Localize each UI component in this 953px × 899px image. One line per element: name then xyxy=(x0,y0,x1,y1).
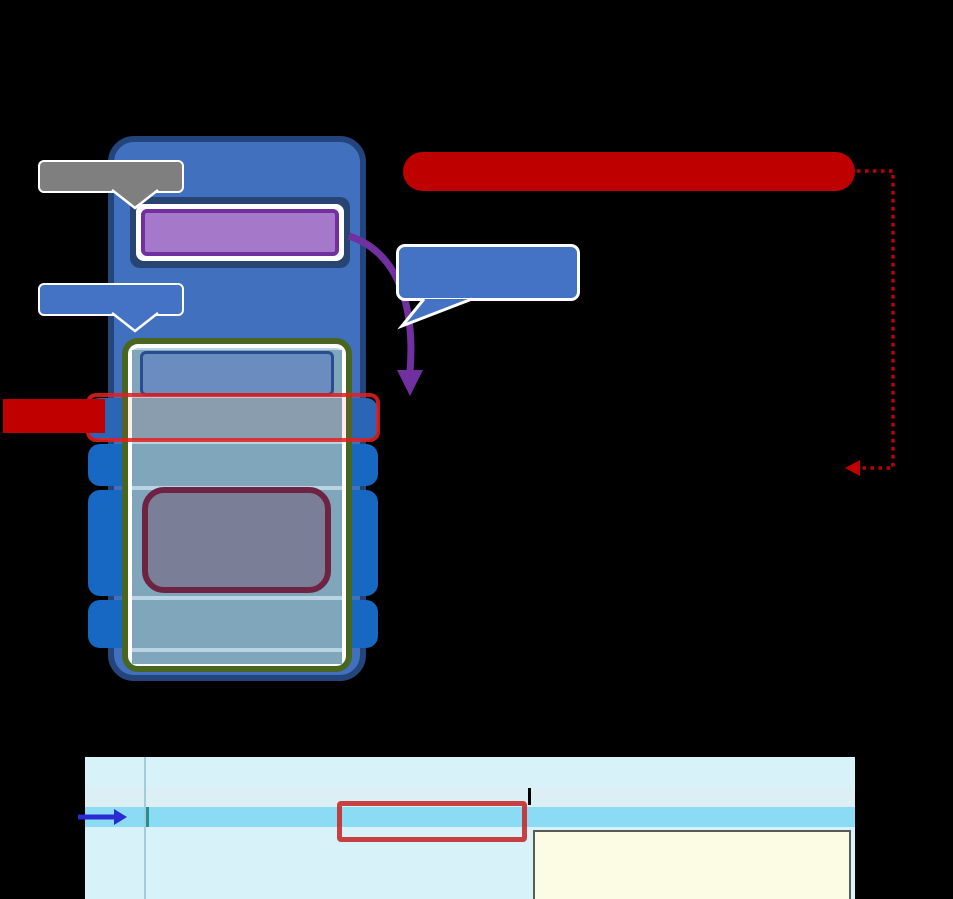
disassembly-view xyxy=(85,757,855,899)
selected-row-accent xyxy=(146,807,149,827)
exe-box xyxy=(142,487,331,593)
text-caret xyxy=(528,788,531,805)
dll-band-reloc xyxy=(132,600,342,648)
injection-banner xyxy=(403,152,855,191)
dll-header-box xyxy=(140,351,334,396)
row-highlight-selected xyxy=(85,807,855,827)
gutter-separator xyxy=(144,757,146,899)
memory-region-alpha-label xyxy=(38,160,184,193)
shellcode-exec-arrowhead xyxy=(397,370,423,396)
text-section-exec-outline xyxy=(86,393,380,442)
dll-band-rdata xyxy=(132,444,342,486)
exec-permission-badge xyxy=(3,399,105,433)
shellcode-box xyxy=(141,209,339,256)
injection-dotted-route xyxy=(852,169,895,470)
bubble-tail xyxy=(397,297,473,330)
row-highlight-secondary xyxy=(85,787,855,807)
dll-band-text xyxy=(132,398,342,440)
injection-dotted-arrowhead xyxy=(845,460,860,476)
text-section-bubble xyxy=(396,244,580,301)
addr-exe-data-panel xyxy=(533,830,851,899)
dll-band-bottom xyxy=(132,652,342,664)
call-highlight-box xyxy=(337,801,527,842)
memory-region-beta-label xyxy=(38,283,184,316)
